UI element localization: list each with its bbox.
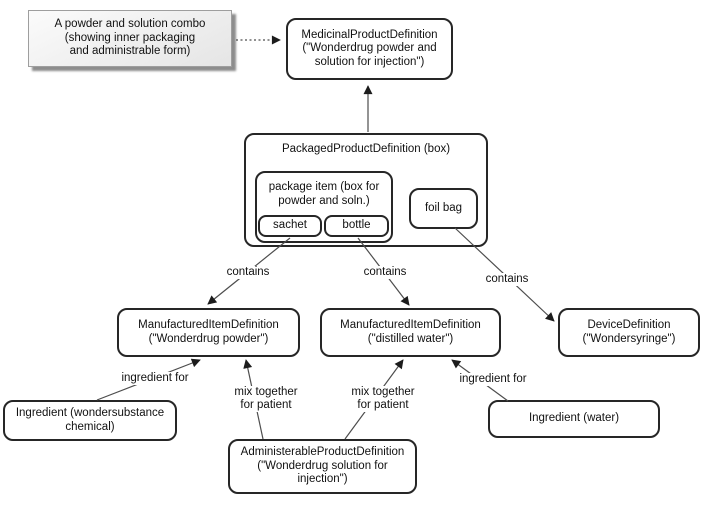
- edge-label-mix-together-right: mix together for patient: [348, 386, 418, 412]
- node-manufactured-item-water: ManufacturedItemDefinition ("distilled w…: [320, 308, 501, 357]
- node-manufactured-item-powder: ManufacturedItemDefinition ("Wonderdrug …: [117, 308, 300, 357]
- packaged-product-definition-title: PackagedProductDefinition (box): [281, 143, 451, 155]
- node-administerable-product-definition: AdministerableProductDefinition ("Wonder…: [228, 439, 417, 494]
- package-item-label: package item (box for powder and soln.): [268, 181, 380, 207]
- node-sachet: sachet: [258, 215, 322, 237]
- node-ingredient-wondersubstance: Ingredient (wondersubstance chemical): [3, 400, 177, 441]
- note-annotation: A powder and solution combo (showing inn…: [28, 10, 232, 67]
- node-foil-bag: foil bag: [409, 188, 478, 229]
- node-ingredient-water: Ingredient (water): [488, 400, 660, 438]
- edge-label-mix-together-left: mix together for patient: [231, 386, 301, 412]
- node-device-definition: DeviceDefinition ("Wondersyringe"): [558, 308, 700, 357]
- edge-label-contains-sachet: contains: [223, 266, 273, 279]
- edge-label-contains-foilbag: contains: [482, 273, 532, 286]
- edge-label-ingredient-for-left: ingredient for: [118, 372, 192, 385]
- edge-label-ingredient-for-right: ingredient for: [456, 373, 530, 386]
- edge-label-contains-bottle: contains: [360, 266, 410, 279]
- node-medicinal-product-definition: MedicinalProductDefinition ("Wonderdrug …: [286, 18, 453, 80]
- node-bottle: bottle: [324, 215, 389, 237]
